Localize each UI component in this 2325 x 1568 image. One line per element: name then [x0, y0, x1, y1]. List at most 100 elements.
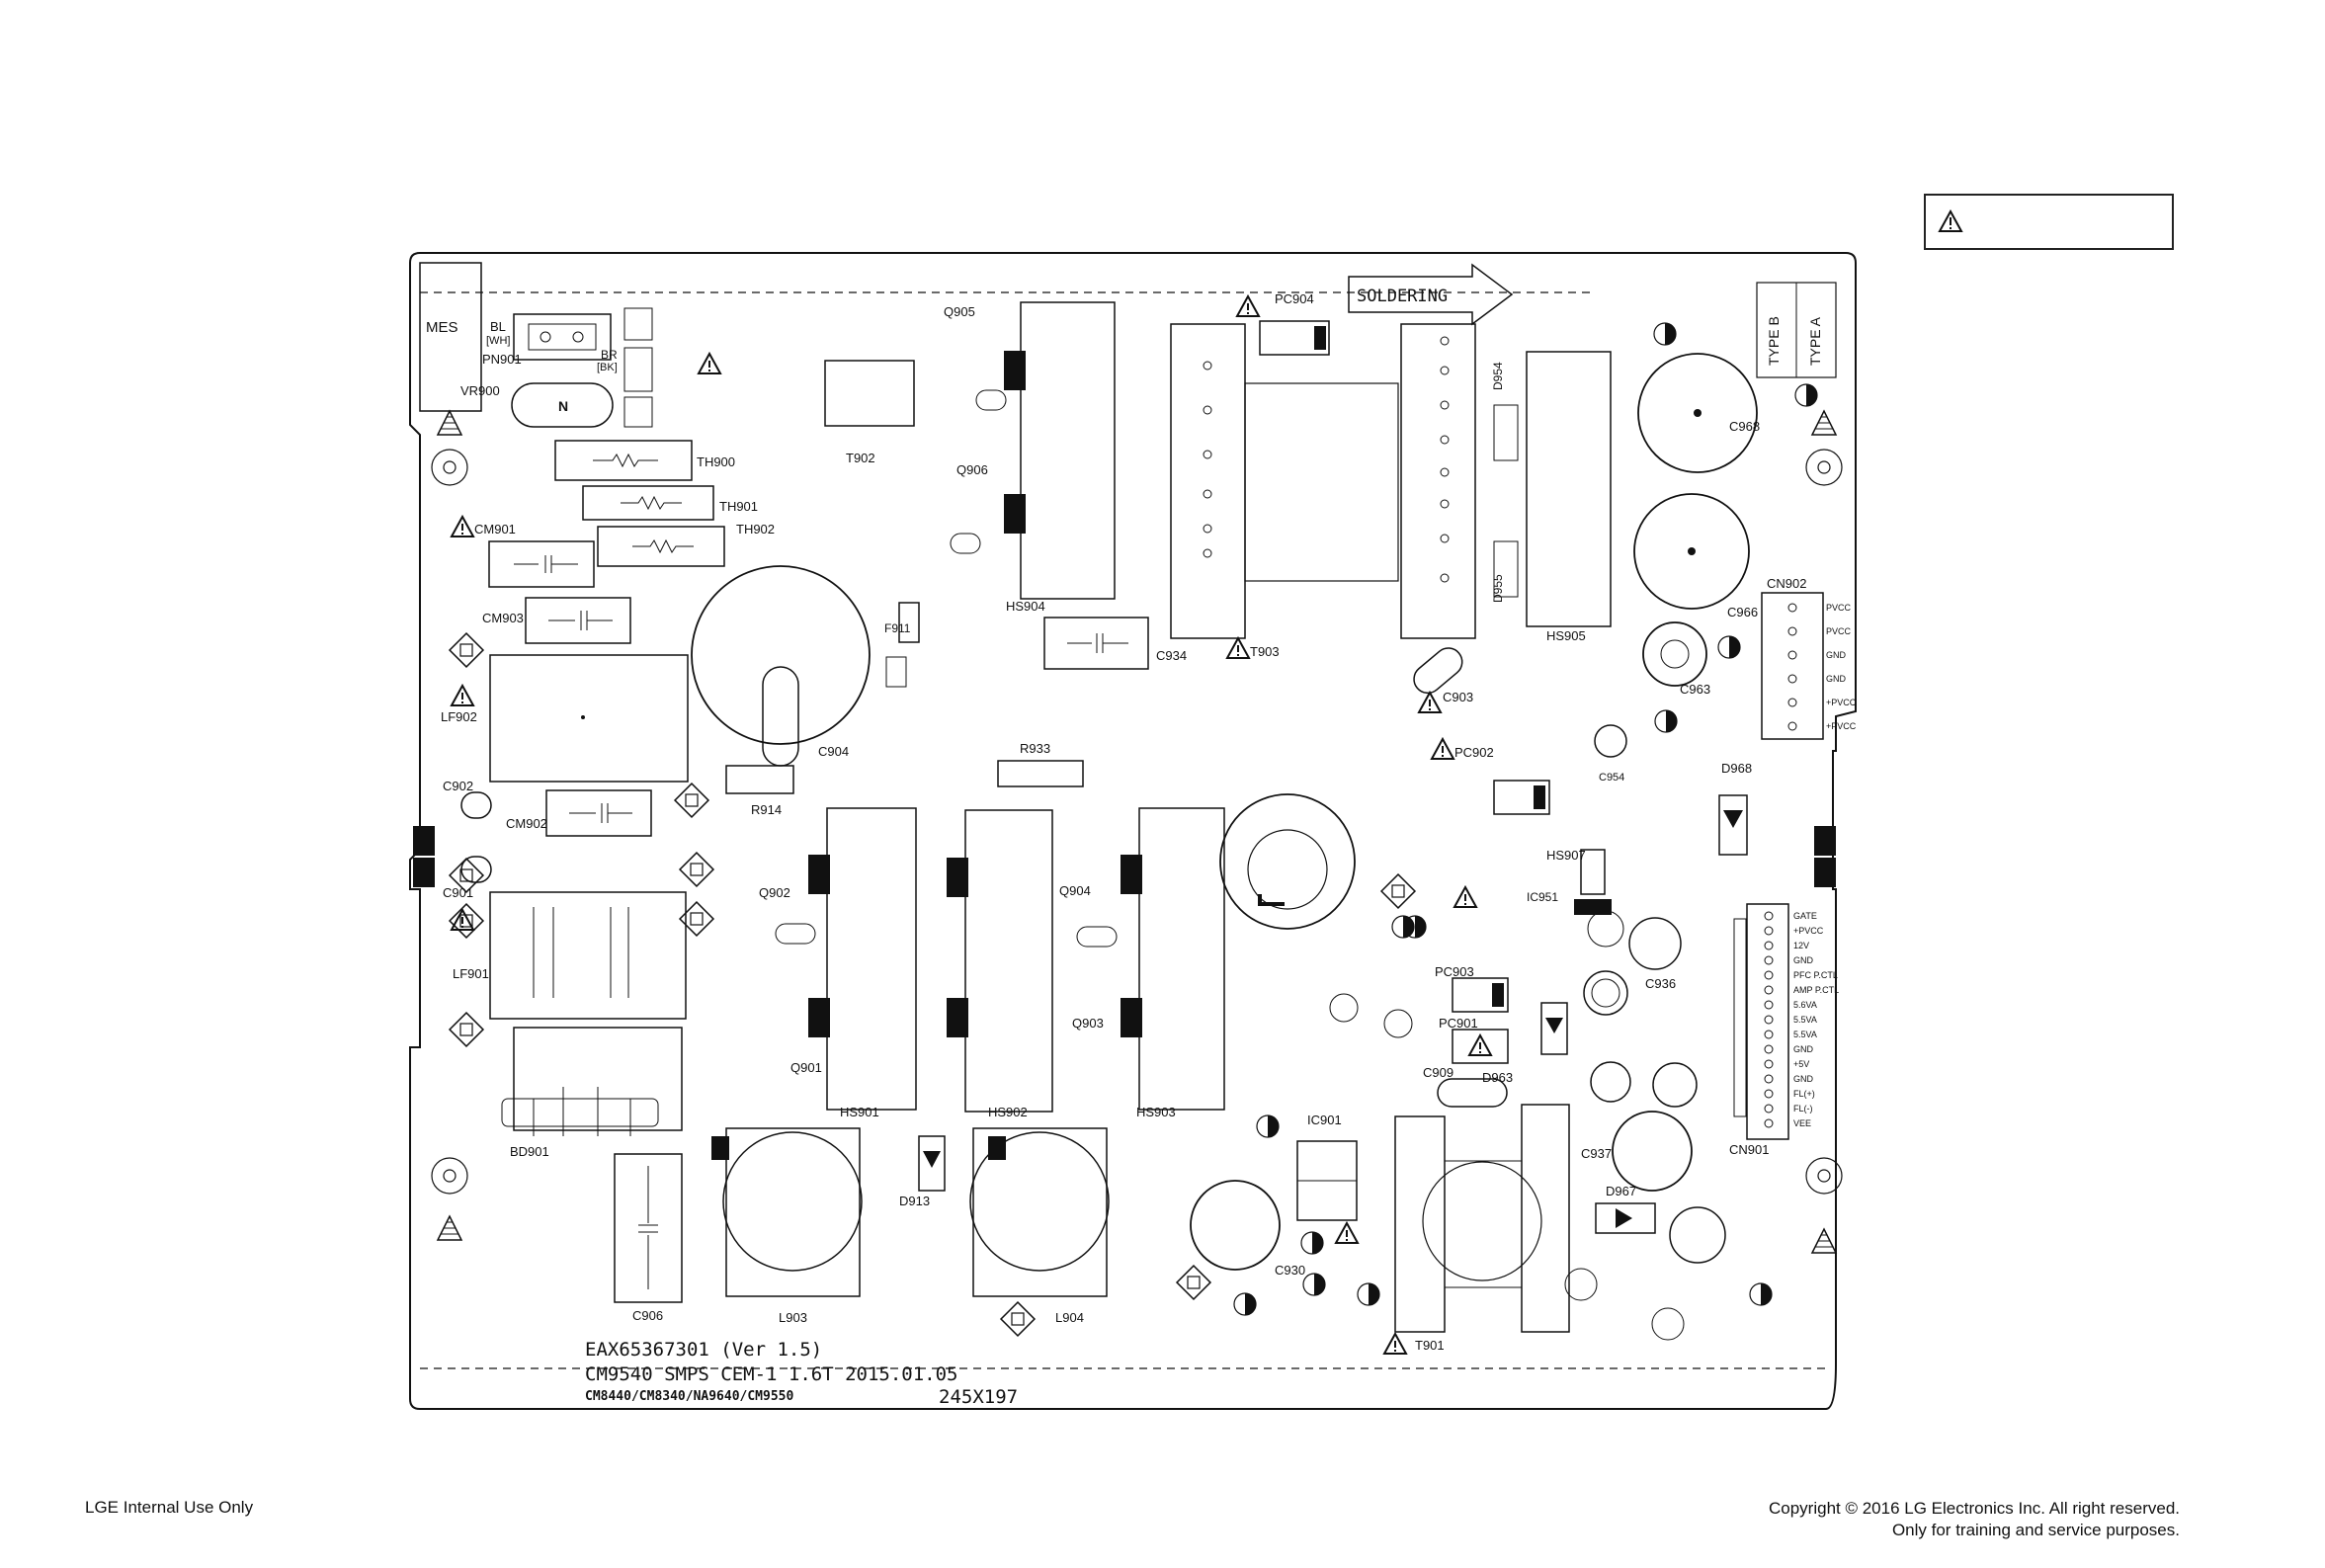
pc904-label: PC904: [1275, 291, 1314, 306]
board-models: CM8440/CM8340/NA9640/CM9550: [585, 1389, 793, 1404]
lf902-label: LF902: [441, 709, 477, 724]
connector-pin: [1787, 626, 1797, 636]
connector-pin: [1764, 926, 1774, 936]
th901-label: TH901: [719, 499, 758, 514]
c934-label: C934: [1156, 648, 1187, 663]
l903-label: L903: [779, 1310, 807, 1325]
connector-pin-label: GND: [1793, 1074, 1814, 1084]
t902-label: T902: [846, 451, 875, 465]
footer-internal-use: LGE Internal Use Only: [85, 1498, 254, 1517]
lf901-label: LF901: [453, 966, 489, 981]
hs902-label: HS902: [988, 1105, 1028, 1119]
wh-label: [WH]: [486, 335, 510, 347]
t903-label: T903: [1250, 644, 1280, 659]
svg-text:N: N: [558, 398, 568, 414]
d955-label: D955: [1491, 574, 1505, 603]
connector-pin: [1787, 698, 1797, 707]
connector-pin: [1764, 1118, 1774, 1128]
f911-label: F911: [884, 621, 911, 635]
mes-label: MES: [426, 319, 458, 336]
c968-label: C968: [1729, 419, 1760, 434]
connector-pin-label: VEE: [1793, 1118, 1811, 1128]
connector-pin: [1764, 1015, 1774, 1025]
c966-label: C966: [1727, 605, 1758, 619]
th900-label: TH900: [697, 454, 735, 469]
ic951-label: IC951: [1527, 890, 1558, 904]
bl-label: BL: [490, 319, 506, 334]
vr900-label: VR900: [460, 383, 500, 398]
footer-copyright-line1: Copyright © 2016 LG Electronics Inc. All…: [1769, 1499, 2180, 1518]
c954-label: C954: [1599, 772, 1624, 784]
connector-pin-label: GND: [1826, 674, 1847, 684]
connector-pin-label: PVCC: [1826, 626, 1852, 636]
c963-label: C963: [1680, 682, 1710, 697]
connector-pin-label: AMP P.CTL: [1793, 985, 1839, 995]
pc902-label: PC902: [1454, 745, 1494, 760]
pc901-label: PC901: [1439, 1016, 1478, 1031]
connector-pin-label: +5V: [1793, 1059, 1809, 1069]
hs905-label: HS905: [1546, 628, 1586, 643]
connector-pin: [1764, 955, 1774, 965]
pc903-label: PC903: [1435, 964, 1474, 979]
connector-pin: [1764, 985, 1774, 995]
connector-pin: [1764, 1089, 1774, 1099]
connector-pin: [1764, 1030, 1774, 1039]
connector-pin: [1787, 721, 1797, 731]
cm903-label: CM903: [482, 611, 524, 625]
connector-pin-label: +PVCC: [1826, 721, 1857, 731]
c909-label: C909: [1423, 1065, 1453, 1080]
c936-label: C936: [1645, 976, 1676, 991]
r933-label: R933: [1020, 741, 1050, 756]
footer-copyright: Copyright © 2016 LG Electronics Inc. All…: [1769, 1498, 2180, 1541]
t901-label: T901: [1415, 1338, 1445, 1353]
c937-label: C937: [1581, 1146, 1612, 1161]
c906-label: C906: [632, 1308, 663, 1323]
c903-label: C903: [1443, 690, 1473, 704]
q902-label: Q902: [759, 885, 790, 900]
c902-label: C902: [443, 779, 473, 793]
connector-pin: [1764, 1104, 1774, 1114]
bd901-label: BD901: [510, 1144, 549, 1159]
cn901-label: CN901: [1729, 1142, 1769, 1157]
hs904-label: HS904: [1006, 599, 1045, 614]
pn901-label: PN901: [482, 352, 522, 367]
connector-pin: [1787, 603, 1797, 613]
connector-pin-label: GATE: [1793, 911, 1817, 921]
connector-pin-label: 5.6VA: [1793, 1000, 1817, 1010]
connector-pin-label: PVCC: [1826, 603, 1852, 613]
connector-pin-label: FL(-): [1793, 1104, 1813, 1114]
hs903-label: HS903: [1136, 1105, 1176, 1119]
connector-pin: [1764, 1044, 1774, 1054]
connector-pin-label: GND: [1793, 1044, 1814, 1054]
r914-label: R914: [751, 802, 782, 817]
hs901-label: HS901: [840, 1105, 879, 1119]
soldering-label: SOLDERING: [1357, 287, 1448, 306]
board-model-line: CM9540 SMPS CEM-1 1.6T 2015.01.05: [585, 1363, 958, 1385]
footer-copyright-line2: Only for training and service purposes.: [1891, 1521, 2180, 1539]
type-b-label: TYPE B: [1766, 316, 1782, 366]
d954-label: D954: [1491, 362, 1505, 390]
connector-pin: [1764, 1059, 1774, 1069]
cm902-label: CM902: [506, 816, 547, 831]
l904-label: L904: [1055, 1310, 1084, 1325]
board-size: 245X197: [939, 1386, 1018, 1408]
connector-pin: [1764, 1000, 1774, 1010]
q906-label: Q906: [956, 462, 988, 477]
q903-label: Q903: [1072, 1016, 1104, 1031]
cn902-label: CN902: [1767, 576, 1806, 591]
caution-notice-box: [1924, 194, 2174, 250]
q904-label: Q904: [1059, 883, 1091, 898]
c904-label: C904: [818, 744, 849, 759]
connector-pin: [1787, 650, 1797, 660]
connector-pin-label: PFC P.CTL: [1793, 970, 1838, 980]
c901-label: C901: [443, 885, 473, 900]
connector-pin-label: 5.5VA: [1793, 1015, 1817, 1025]
connector-pin-label: GND: [1826, 650, 1847, 660]
connector-pin: [1787, 674, 1797, 684]
ic901-label: IC901: [1307, 1113, 1342, 1127]
d968-label: D968: [1721, 761, 1752, 776]
q901-label: Q901: [790, 1060, 822, 1075]
